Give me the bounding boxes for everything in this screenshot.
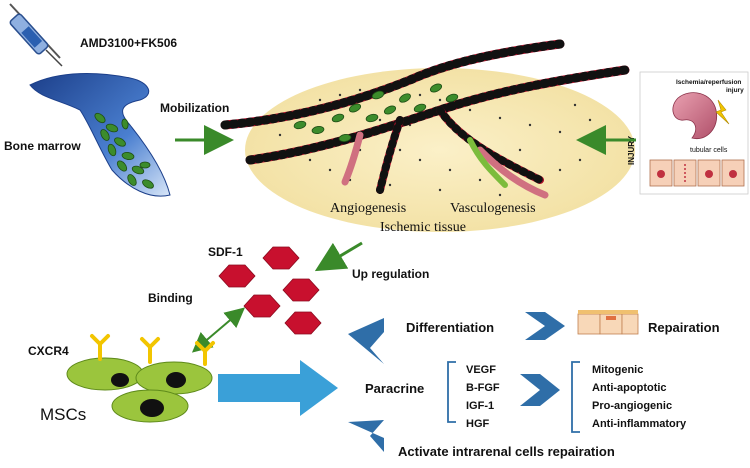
effect-item: Anti-apoptotic	[592, 382, 667, 394]
drug-label: AMD3100+FK506	[80, 36, 177, 50]
injury-title-line2: injury	[726, 87, 744, 94]
bone-marrow-label: Bone marrow	[4, 139, 81, 153]
syringe-icon	[9, 3, 63, 67]
effect-item: Anti-inflammatory	[592, 418, 687, 430]
repair-cells-icon	[577, 310, 639, 335]
bone-marrow-illustration	[29, 73, 171, 197]
binding-label: Binding	[148, 291, 193, 305]
factor-item: HGF	[466, 418, 490, 430]
lightning-icon	[715, 99, 730, 125]
injury-title-line1: Ischemia/reperfusion	[676, 79, 741, 86]
tubular-cells-icon	[649, 159, 745, 187]
sdf1-molecules	[218, 246, 322, 335]
activate-label: Activate intrarenal cells repairation	[398, 444, 615, 459]
chevron-up-icon	[348, 318, 384, 364]
progenitor-cells	[293, 83, 459, 143]
differentiation-label: Differentiation	[406, 320, 494, 335]
tubular-cells-label: tubular cells	[690, 147, 728, 154]
mscs-label: MSCs	[40, 405, 86, 424]
mobilization-label: Mobilization	[160, 101, 229, 115]
effect-item: Pro-angiogenic	[592, 400, 672, 412]
chevron-right-icon	[525, 312, 565, 340]
chevron-right-icon	[520, 374, 560, 406]
cxcr4-label: CXCR4	[28, 344, 69, 358]
vasculogenesis-label: Vasculogenesis	[450, 201, 536, 216]
paracrine-label: Paracrine	[365, 381, 424, 396]
factor-item: B-FGF	[466, 382, 500, 394]
injury-side-label: INJURY	[627, 135, 636, 165]
up-regulation-arrow	[314, 241, 363, 272]
factor-item: VEGF	[466, 364, 496, 376]
repairation-label: Repairation	[648, 320, 720, 335]
effects-bracket	[571, 361, 580, 433]
binding-arrow	[191, 307, 246, 353]
up-regulation-label: Up regulation	[352, 267, 429, 281]
ischemic-tissue-label: Ischemic tissue	[380, 220, 466, 235]
factor-item: IGF-1	[466, 400, 494, 412]
msc-cells	[66, 357, 213, 423]
paracrine-big-arrow	[218, 360, 338, 416]
kidney-icon	[672, 92, 718, 140]
angiogenesis-label: Angiogenesis	[330, 201, 406, 216]
effect-item: Mitogenic	[592, 364, 643, 376]
factors-bracket	[447, 361, 456, 423]
injury-panel: Ischemia/reperfusion injury tubular cell…	[627, 71, 749, 195]
sdf1-label: SDF-1	[208, 245, 243, 259]
cxcr4-receptors	[90, 334, 215, 366]
blood-vessels	[220, 39, 630, 199]
chevron-down-icon	[348, 420, 384, 452]
